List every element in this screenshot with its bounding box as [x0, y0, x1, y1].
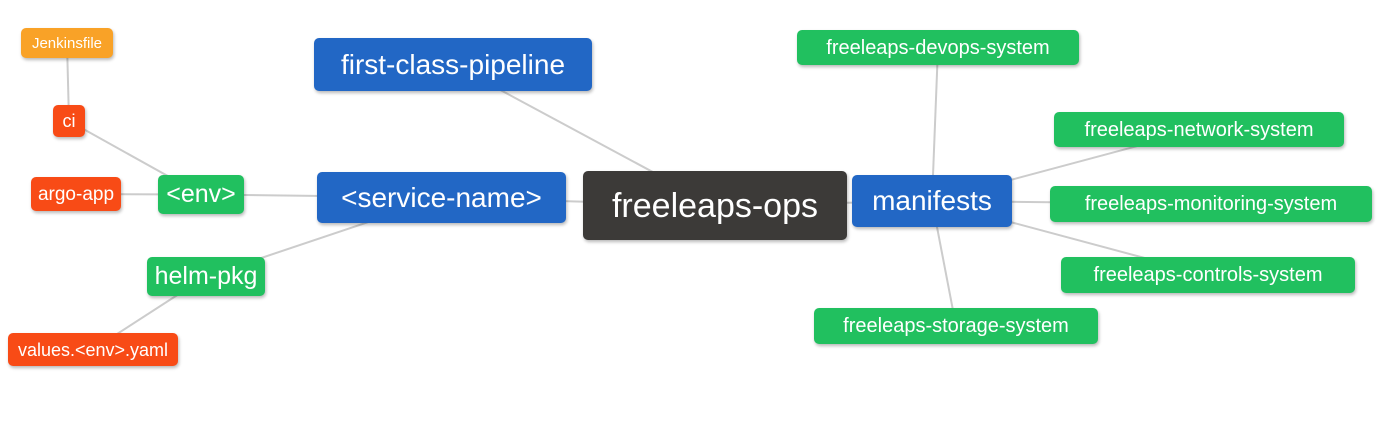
node-first-class-pipeline-label: first-class-pipeline — [340, 48, 566, 80]
node-first-class-pipeline[interactable]: first-class-pipeline — [314, 38, 592, 91]
node-freeleaps-controls-system-label: freeleaps-controls-system — [1093, 264, 1323, 286]
node-ci-label: ci — [62, 111, 76, 131]
node-freeleaps-network-system-label: freeleaps-network-system — [1084, 118, 1314, 141]
node-freeleaps-storage-system-label: freeleaps-storage-system — [843, 315, 1069, 337]
node-values-env-yaml[interactable]: values.<env>.yaml — [8, 333, 178, 366]
node-freeleaps-monitoring-system[interactable]: freeleaps-monitoring-system — [1050, 186, 1372, 222]
node-freeleaps-storage-system[interactable]: freeleaps-storage-system — [814, 308, 1098, 344]
node-freeleaps-devops-system[interactable]: freeleaps-devops-system — [797, 30, 1079, 65]
node-manifests-label: manifests — [872, 185, 992, 216]
node-service-name[interactable]: <service-name> — [317, 172, 566, 223]
node-freeleaps-controls-system[interactable]: freeleaps-controls-system — [1061, 257, 1355, 293]
node-argo-app[interactable]: argo-app — [31, 177, 121, 211]
node-freeleaps-devops-system-label: freeleaps-devops-system — [826, 36, 1050, 59]
node-freeleaps-ops-root[interactable]: freeleaps-ops — [583, 171, 847, 240]
node-helm-pkg[interactable]: helm-pkg — [147, 257, 265, 296]
node-service-name-label: <service-name> — [341, 181, 542, 213]
node-values-env-yaml-label: values.<env>.yaml — [17, 339, 169, 360]
node-argo-app-label: argo-app — [37, 183, 115, 205]
node-jenkinsfile[interactable]: Jenkinsfile — [21, 28, 113, 58]
node-freeleaps-ops-label: freeleaps-ops — [611, 186, 818, 225]
node-ci[interactable]: ci — [53, 105, 85, 137]
node-env[interactable]: <env> — [158, 175, 244, 214]
node-helm-pkg-label: helm-pkg — [154, 262, 258, 290]
node-freeleaps-network-system[interactable]: freeleaps-network-system — [1054, 112, 1344, 147]
node-jenkinsfile-label: Jenkinsfile — [31, 34, 103, 52]
node-env-label: <env> — [166, 180, 236, 208]
node-freeleaps-monitoring-system-label: freeleaps-monitoring-system — [1084, 193, 1338, 215]
node-manifests[interactable]: manifests — [852, 175, 1012, 227]
